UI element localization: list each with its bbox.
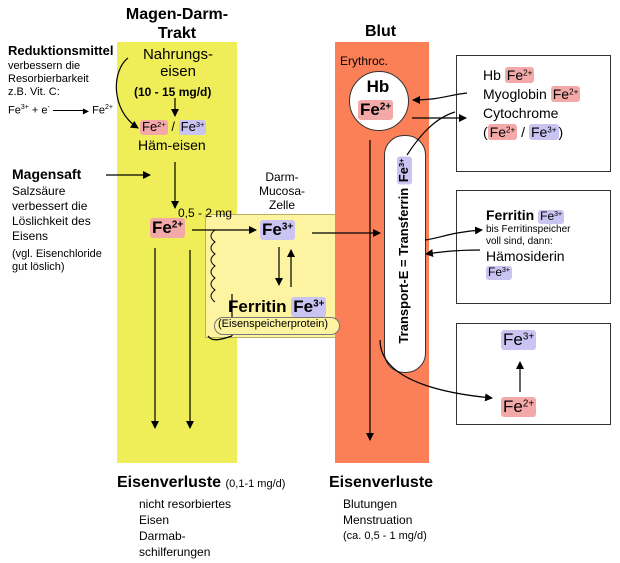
transferrin-label: Transport-E = Transferrin Fe3+ — [396, 156, 412, 344]
brush-border — [210, 229, 216, 303]
box3-fe3: Fe3+ — [501, 330, 537, 350]
absorb-amount: 0,5 - 2 mg — [178, 206, 233, 220]
loss-left-text: nicht resorbiertes Eisen Darmab- schilfe… — [139, 497, 232, 559]
reduction-line2: Resorbierbarkeit — [8, 73, 89, 85]
erythrocyte-label: Erythroc. — [340, 54, 389, 68]
box3-fe2: Fe2+ — [501, 397, 537, 417]
box1-content: Hb Fe2+ Myoglobin Fe2+ Cytochrome (Fe2+ … — [483, 67, 581, 141]
reduction-line1: verbessern die — [8, 60, 81, 72]
mucosa-fe3: Fe3+ — [260, 220, 296, 240]
mucosa-store-note: (Eisenspeicherprotein) — [218, 318, 329, 330]
mucosa-label: Darm- Mucosa- Zelle — [258, 170, 305, 212]
blood-title: Blut — [365, 23, 397, 40]
reduction-equation: Fe3+ + e- ▶ Fe2+ — [8, 104, 113, 117]
gut-title: Magen-Darm-Trakt — [125, 6, 229, 42]
ferritin-note-bubble — [214, 317, 340, 335]
mucosa-ferritin: Ferritin Fe3+ — [228, 297, 327, 317]
dietary-iron-amount: (10 - 15 mg/d) — [134, 85, 212, 99]
heme-iron-label: Häm-eisen — [138, 137, 206, 153]
hb-fe2: Fe2+ — [358, 100, 394, 120]
equation-arrow — [52, 110, 83, 112]
hb-label: Hb — [366, 77, 390, 96]
gastric-juice-note: (vgl. Eisenchloride gut löslich) — [12, 248, 102, 273]
box2-content: Ferritin Fe3+ bis Ferritinspeicher voll … — [486, 207, 571, 280]
gut-fe2: Fe2+ — [150, 218, 186, 238]
loss-right-text: Blutungen Menstruation (ca. 0,5 - 1 mg/d… — [343, 497, 427, 542]
reduction-line3: z.B. Vit. C: — [8, 86, 60, 98]
gastric-juice-text: Salzsäure verbessert die Löslichkeit des… — [12, 184, 91, 243]
loss-right-title: Eisenverluste — [329, 474, 434, 491]
reduction-title: Reduktionsmittel — [8, 43, 114, 58]
organ-box-storage — [456, 190, 611, 304]
dietary-iron: Nahrungs- eisen — [142, 46, 214, 80]
heme-iron-ions: Fe2+ / Fe3+ — [140, 119, 207, 135]
gastric-juice-title: Magensaft — [12, 166, 82, 182]
arrow-reduction — [115, 57, 139, 129]
loss-left-title: Eisenverluste (0,1-1 mg/d) — [117, 474, 286, 491]
